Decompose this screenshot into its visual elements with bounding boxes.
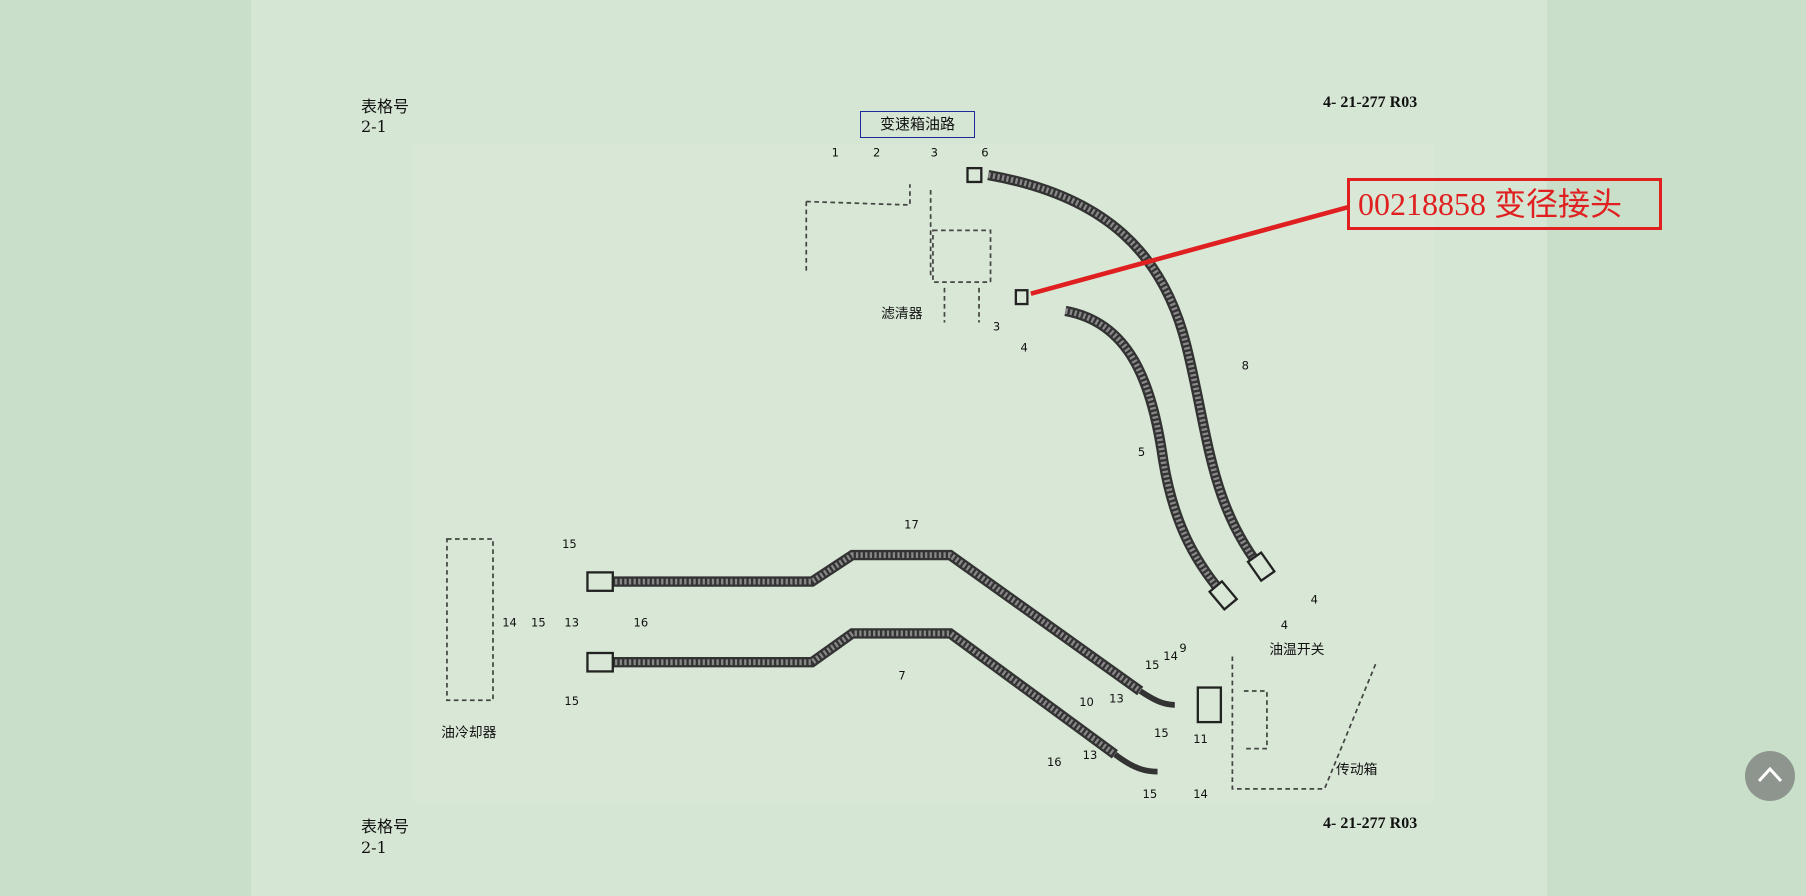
hoses (610, 169, 1271, 775)
part-label: 15 (562, 537, 577, 551)
hose-5 (1064, 305, 1231, 603)
part-label: 13 (564, 616, 579, 630)
part-label: 13 (1109, 692, 1124, 706)
part-label: 16 (1047, 755, 1062, 769)
part-number-labels: 1 2 3 6 3 4 8 5 4 4 17 7 15 14 15 13 16 … (502, 146, 1318, 801)
part-label: 15 (1145, 658, 1160, 672)
footer-doc-code: 4- 21-277 R03 (1323, 815, 1418, 832)
part-label: 16 (634, 616, 649, 630)
transmission-label: 传动箱 (1336, 762, 1378, 778)
scroll-to-top-button[interactable] (1745, 751, 1795, 801)
footer-table-number: 2-1 (361, 838, 387, 857)
diagram-background (412, 143, 1434, 803)
chevron-up-icon (1757, 766, 1783, 783)
part-label: 5 (1138, 445, 1145, 459)
header-doc-code: 4- 21-277 R03 (1323, 94, 1418, 111)
part-label: 14 (1163, 649, 1178, 663)
part-label: 3 (931, 146, 938, 160)
part-label: 15 (1143, 787, 1158, 801)
part-label: 4 (1281, 618, 1288, 632)
part-label: 2 (873, 146, 880, 160)
part-label: 15 (531, 616, 546, 630)
oil-temp-switch-label: 油温开关 (1269, 642, 1324, 658)
part-label: 15 (564, 694, 579, 708)
part-label: 4 (1311, 592, 1318, 606)
filter-label: 滤清器 (881, 306, 923, 322)
part-label: 6 (981, 146, 988, 160)
part-label: 3 (993, 320, 1000, 334)
part-label: 9 (1179, 641, 1186, 655)
part-label: 15 (1154, 726, 1169, 740)
part-label: 8 (1242, 359, 1249, 373)
part-label: 11 (1193, 732, 1208, 746)
diagram-title: 变速箱油路 (860, 111, 975, 138)
part-label: 13 (1083, 748, 1098, 762)
footer-table-label: 表格号 (361, 817, 410, 836)
part-label: 14 (502, 616, 517, 630)
part-label: 10 (1079, 695, 1094, 709)
fittings (586, 166, 1276, 724)
header-table-label: 表格号 (361, 97, 410, 116)
callout-leader-line (1030, 205, 1349, 296)
part-label: 7 (898, 668, 905, 682)
part-label: 1 (832, 146, 839, 160)
header-table-number: 2-1 (361, 117, 387, 136)
oil-cooler-label: 油冷却器 (441, 725, 496, 741)
part-label: 4 (1020, 340, 1027, 354)
part-label: 17 (904, 518, 919, 532)
part-label: 14 (1193, 787, 1208, 801)
part-callout: 00218858 变径接头 (1347, 178, 1662, 230)
